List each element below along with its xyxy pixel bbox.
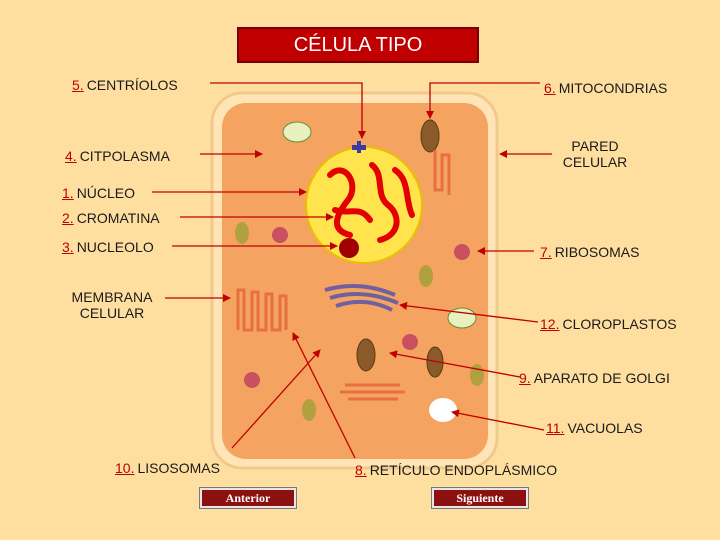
ribosome <box>454 244 470 260</box>
page-title: CÉLULA TIPO <box>237 27 479 63</box>
lysosome <box>235 222 249 244</box>
label-golgi: 9.APARATO DE GOLGI <box>519 370 670 386</box>
label-mitocondrias: 6.MITOCONDRIAS <box>544 80 668 96</box>
siguiente-button[interactable]: Siguiente <box>432 488 528 508</box>
centriole <box>357 141 361 153</box>
endoplasmic-reticulum <box>340 383 405 401</box>
label-reticulo: 8.RETÍCULO ENDOPLÁSMICO <box>355 462 558 478</box>
lysosome <box>302 399 316 421</box>
chromatin <box>327 162 415 243</box>
ribosome <box>272 227 288 243</box>
lysosome <box>470 364 484 386</box>
label-nucleolo: 3.NUCLEOLO <box>62 239 154 255</box>
nucleolus <box>339 238 359 258</box>
vacuole <box>429 398 457 422</box>
label-ribosomas: 7.RIBOSOMAS <box>540 244 640 260</box>
anterior-button[interactable]: Anterior <box>200 488 296 508</box>
mitochondrion <box>356 338 376 372</box>
label-centriolos: 5.CENTRÍOLOS <box>72 77 178 93</box>
label-cromatina: 2.CROMATINA <box>62 210 160 226</box>
label-lisosomas: 10.LISOSOMAS <box>115 460 220 476</box>
endoplasmic-reticulum <box>236 288 288 332</box>
endoplasmic-reticulum <box>433 150 451 195</box>
mitochondrion <box>420 119 440 153</box>
lysosome <box>419 265 433 287</box>
mitochondrion <box>426 346 444 378</box>
golgi-apparatus <box>324 284 399 312</box>
label-nucleo: 1.NÚCLEO <box>62 185 136 201</box>
ribosome <box>244 372 260 388</box>
label-cloroplastos: 12.CLOROPLASTOS <box>540 316 677 332</box>
ribosome <box>402 334 418 350</box>
label-vacuolas: 11.VACUOLAS <box>546 420 643 436</box>
label-citoplasma: 4.CITPOLASMA <box>65 148 170 164</box>
chloroplast <box>282 121 312 143</box>
